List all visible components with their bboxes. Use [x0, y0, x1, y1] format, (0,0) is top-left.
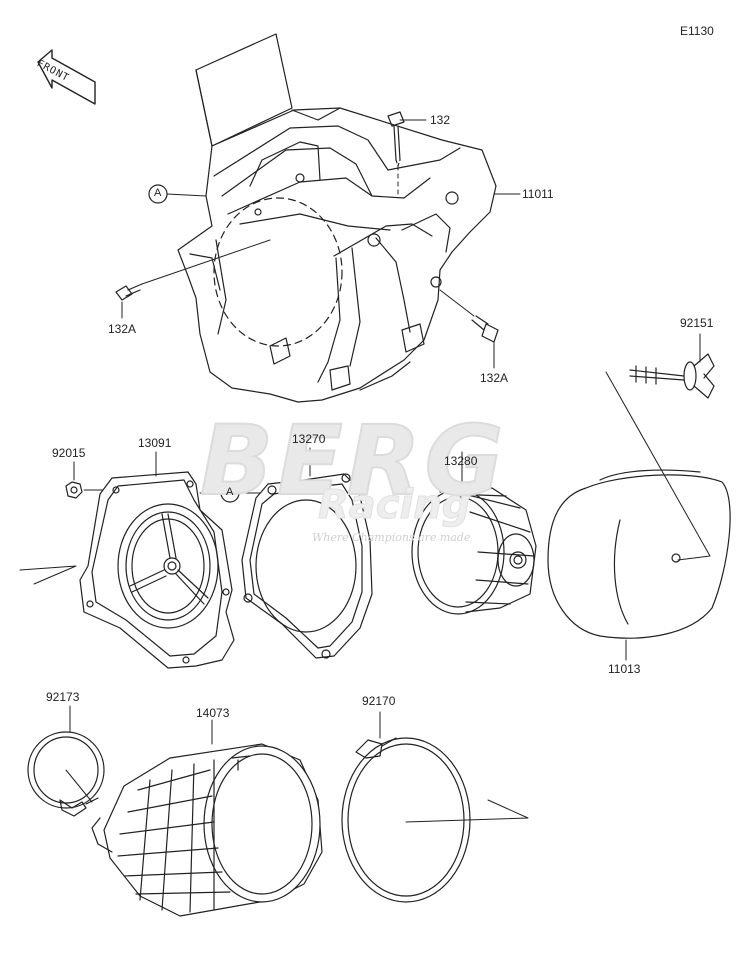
callout-a-upper-label: A: [154, 187, 162, 199]
gasket-13270: [241, 447, 373, 659]
label-14073[interactable]: 14073: [196, 706, 230, 720]
leader-holder-left: [19, 565, 77, 585]
label-92015[interactable]: 92015: [52, 446, 86, 460]
label-132a-right[interactable]: 132A: [480, 371, 509, 385]
bolt-132a-left-icon: [115, 239, 271, 319]
callout-a-mid-label: A: [226, 486, 234, 498]
watermark-sub: Racing: [317, 482, 471, 529]
watermark-tagline: Where Champions are made: [312, 531, 471, 544]
label-13270[interactable]: 13270: [292, 432, 326, 446]
diagram-code: E1130: [680, 24, 714, 38]
element-cage-13280: [411, 451, 537, 615]
bolt-wing-92151-icon: [605, 333, 715, 561]
label-13091[interactable]: 13091: [138, 436, 172, 450]
label-92173[interactable]: 92173: [46, 690, 80, 704]
bolt-132-icon: [387, 111, 427, 197]
label-132[interactable]: 132: [430, 113, 451, 127]
clamp-small-92173: [27, 705, 105, 817]
duct-14073: [91, 719, 323, 917]
front-arrow-icon: [37, 49, 96, 105]
element-11013: [547, 469, 731, 661]
callout-a-upper: [148, 184, 207, 204]
label-132a-left[interactable]: 132A: [108, 322, 137, 336]
label-11011[interactable]: 11011: [522, 187, 554, 201]
label-11013[interactable]: 11013: [608, 662, 641, 676]
air-box: [177, 33, 497, 403]
holder-13091: [79, 451, 235, 669]
bolt-132a-right-icon: [439, 289, 499, 369]
clamp-large-92170: [341, 711, 529, 903]
label-92151[interactable]: 92151: [680, 316, 714, 330]
watermark-main: BERG: [199, 404, 508, 518]
label-13280[interactable]: 13280: [444, 454, 478, 468]
label-92170[interactable]: 92170: [362, 694, 396, 708]
